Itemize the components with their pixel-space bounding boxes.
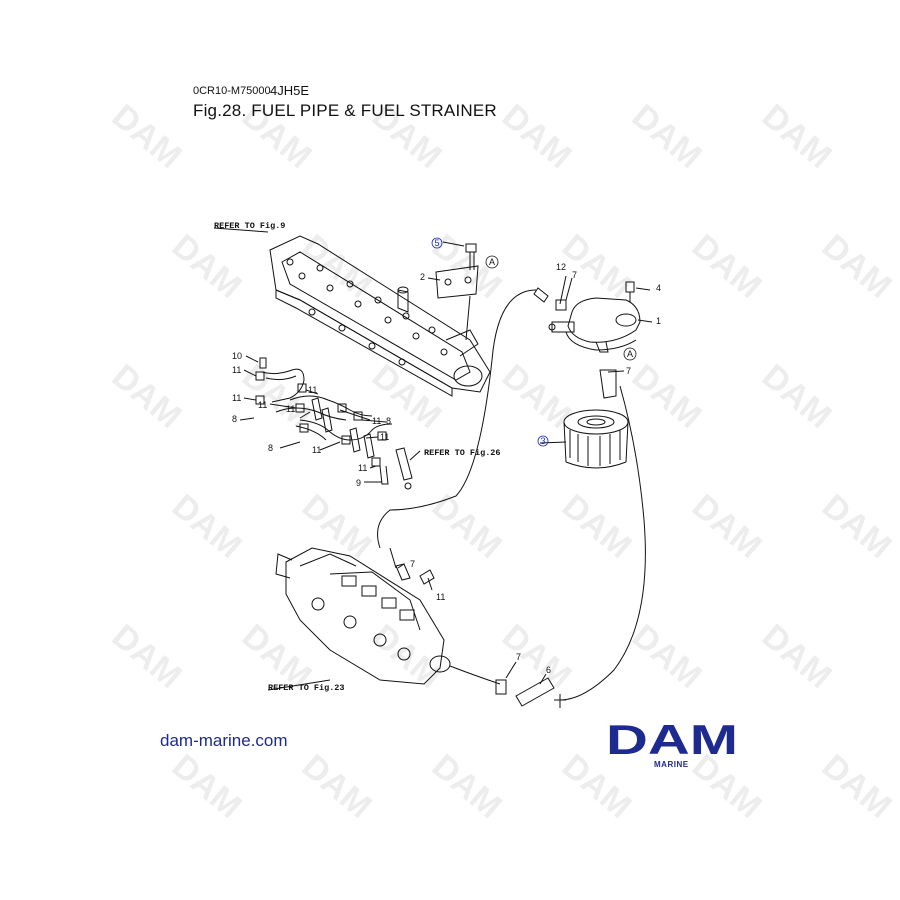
callout-a-filter: A bbox=[627, 349, 633, 359]
leader-lines bbox=[213, 227, 653, 691]
injection-pump bbox=[275, 547, 507, 695]
logo-subtitle: MARINE bbox=[654, 760, 689, 769]
callout-11-a: 11 bbox=[232, 365, 241, 375]
callout-11-h: 11 bbox=[312, 445, 321, 455]
ref-fig23-label: REFER TO Fig.23 bbox=[268, 683, 345, 693]
callout-7-hose: 7 bbox=[626, 366, 631, 376]
fuel-hoses bbox=[377, 289, 646, 708]
figure-title: Fig.28. FUEL PIPE & FUEL STRAINER bbox=[193, 101, 497, 120]
callout-1: 1 bbox=[656, 316, 661, 326]
callout-2: 2 bbox=[420, 272, 425, 282]
callout-11-pump: 11 bbox=[436, 592, 445, 602]
callout-11-c: 11 bbox=[232, 393, 241, 403]
bracket-assembly bbox=[435, 243, 479, 341]
callout-circle-3 bbox=[537, 435, 549, 447]
callout-12: 12 bbox=[556, 262, 566, 272]
website-url[interactable]: dam-marine.com bbox=[160, 731, 288, 750]
callout-circle-a-top bbox=[485, 255, 499, 269]
callout-7-pump: 7 bbox=[410, 559, 415, 569]
ref-fig9-label: REFER TO Fig.9 bbox=[214, 221, 285, 231]
callout-7-filter: 7 bbox=[572, 270, 577, 280]
callout-11-g: 11 bbox=[380, 432, 389, 442]
fuel-filter-head bbox=[533, 281, 641, 353]
callout-circle-a-filter bbox=[623, 347, 637, 361]
fuel-manifold bbox=[269, 235, 491, 397]
callout-9: 9 bbox=[356, 478, 361, 488]
callout-7-bottom: 7 bbox=[516, 652, 521, 662]
callout-6: 6 bbox=[546, 665, 551, 675]
callout-11-b: 11 bbox=[308, 385, 317, 395]
callout-8-c: 8 bbox=[268, 443, 273, 453]
callout-a-top: A bbox=[489, 257, 495, 267]
callout-circle-5 bbox=[431, 237, 443, 249]
callout-11-f: 11 bbox=[372, 416, 381, 426]
dam-logo: DAM bbox=[606, 716, 740, 763]
callout-10: 10 bbox=[232, 351, 242, 361]
fuel-filter-element bbox=[563, 369, 629, 469]
logo-text: DAM bbox=[606, 722, 738, 758]
callout-11-e: 11 bbox=[286, 404, 295, 414]
leak-off-pipes bbox=[255, 357, 413, 490]
callout-5: 5 bbox=[435, 238, 440, 248]
ref-fig26-label: REFER TO Fig.26 bbox=[424, 448, 501, 458]
callout-8-b: 8 bbox=[386, 416, 391, 426]
callout-11-d: 11 bbox=[258, 400, 267, 410]
callout-8-a: 8 bbox=[232, 414, 237, 424]
part-code: 0CR10-M75000 bbox=[193, 85, 271, 97]
callout-11-i: 11 bbox=[358, 463, 367, 473]
callout-3: 3 bbox=[541, 436, 546, 446]
callout-4: 4 bbox=[656, 283, 661, 293]
model-number: 4JH5E bbox=[270, 83, 310, 98]
